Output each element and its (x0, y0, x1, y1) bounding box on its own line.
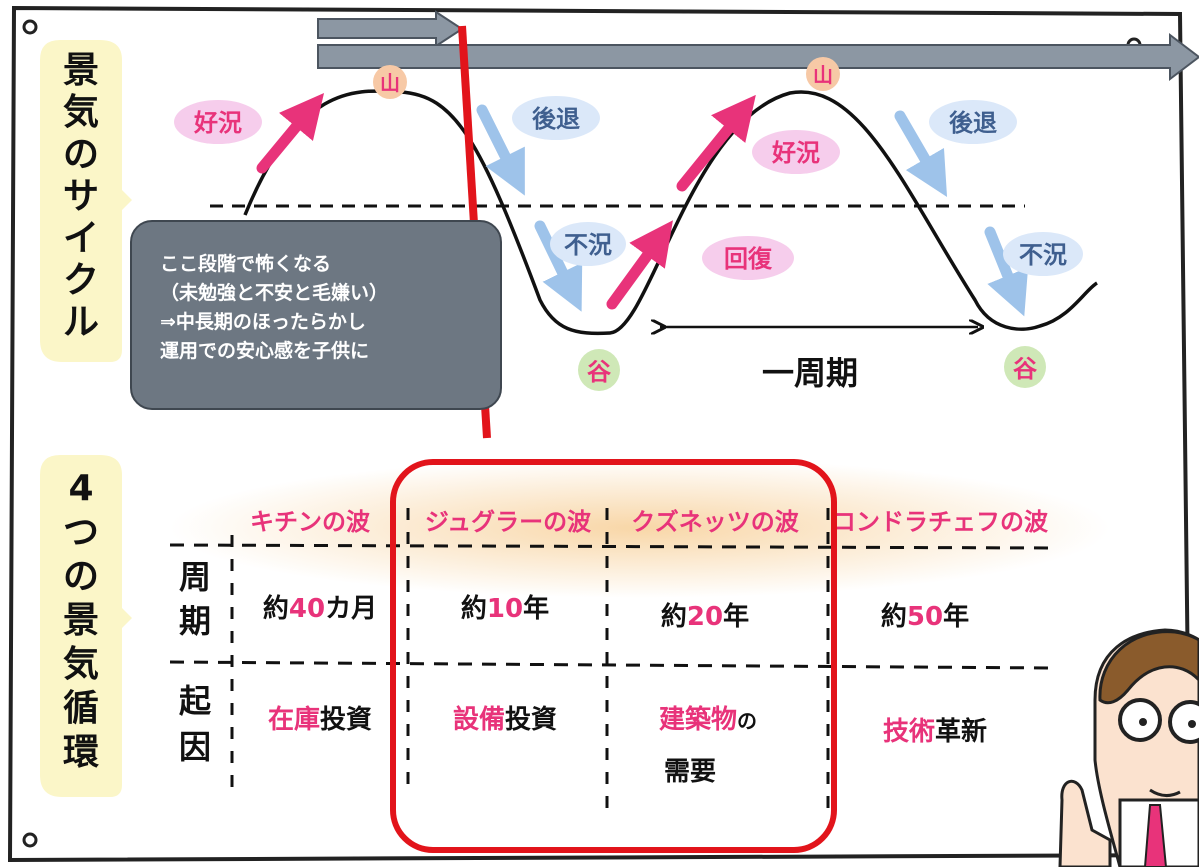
downswing-arrow (894, 110, 948, 198)
svg-text:山: 山 (813, 63, 833, 87)
waves-title-char: 4 (68, 468, 93, 509)
phase-label-slump: 不況 (1003, 232, 1083, 276)
highlight-frame (390, 459, 837, 853)
waves-title-char: 景 (63, 600, 99, 641)
svg-text:不況: 不況 (1019, 241, 1067, 269)
svg-text:期: 期 (179, 602, 211, 640)
timeline-arrow-long (317, 32, 1199, 82)
cause-cell-kitchin: 在庫投資 (268, 705, 372, 735)
svg-text:好況: 好況 (193, 109, 242, 137)
phase-label-boom: 好況 (752, 130, 840, 174)
cause-cell-kuznets: 建築物の (659, 704, 757, 735)
upswing-arrow (676, 94, 756, 192)
cycle-title-char: の (63, 134, 99, 175)
downswing-arrow (476, 104, 525, 196)
cause-cell-juglar: 設備投資 (453, 704, 557, 735)
phase-label-recovery: 回復 (702, 236, 794, 280)
svg-text:起: 起 (179, 682, 212, 720)
svg-text:後退: 後退 (949, 109, 997, 137)
phase-label-recession: 後退 (512, 96, 600, 140)
row-label-period: 周 期 (179, 558, 211, 640)
cycle-title-char: ル (63, 302, 99, 343)
svg-text:谷: 谷 (1013, 355, 1038, 383)
wave-name-kondratiev: コンドラチェフの波 (832, 508, 1049, 536)
trough-marker: 谷 (1004, 346, 1046, 388)
callout-line: ここ段階で怖くなる (160, 253, 332, 275)
wave-name-kuznets: クズネッツの波 (631, 508, 800, 536)
callout-line: （未勉強と不安と毛嫌い） (160, 282, 389, 304)
cause-cell-kondratiev: 技術革新 (883, 716, 987, 747)
phase-label-recession: 後退 (929, 100, 1017, 144)
waves-title-char: の (63, 556, 99, 597)
peak-marker: 山 (373, 65, 407, 99)
waves-title-char: つ (63, 512, 99, 553)
svg-text:好況: 好況 (771, 139, 820, 167)
period-cell-kitchin: 約40カ月 (263, 593, 377, 624)
cycle-title-char: 景 (63, 50, 99, 91)
waves-title-char: 循 (63, 688, 99, 729)
downswing-arrow (984, 226, 1029, 317)
callout-line: ⇒中長期のほったらかし (160, 311, 366, 333)
cause-cell-kuznets-line2: 需要 (664, 757, 716, 787)
trough-marker: 谷 (578, 349, 620, 391)
wave-name-juglar: ジュグラーの波 (425, 508, 592, 536)
timeline-arrow-short (317, 10, 464, 48)
table-rule (169, 543, 1056, 550)
svg-text:谷: 谷 (587, 358, 612, 386)
period-cell-kondratiev: 約50年 (881, 601, 969, 632)
comment-callout: ここ段階で怖くなる （未勉強と不安と毛嫌い） ⇒中長期のほったらかし 運用での安… (130, 220, 502, 410)
header-glow (170, 458, 1110, 598)
downswing-arrow (534, 220, 583, 312)
peak-marker: 山 (806, 57, 840, 91)
row-label-cause: 起 因 (179, 682, 212, 766)
teacher-illustration (1058, 628, 1199, 867)
period-label: 一周期 (762, 354, 858, 392)
upswing-arrow (606, 220, 673, 310)
cycle-title-tab (40, 40, 132, 362)
waves-title-char: 気 (63, 644, 99, 685)
waves-title-char: 環 (63, 732, 99, 773)
svg-text:不況: 不況 (564, 231, 612, 259)
pin-mark (22, 832, 38, 848)
phase-label-boom: 好況 (174, 100, 262, 144)
cycle-title-char: イ (63, 218, 99, 259)
svg-text:後退: 後退 (532, 105, 580, 133)
waves-title-tab (40, 455, 132, 797)
svg-text:因: 因 (179, 728, 211, 766)
cycle-title-char: サ (63, 176, 99, 217)
phase-label-slump: 不況 (550, 222, 626, 266)
svg-text:周: 周 (179, 558, 211, 596)
cycle-title-char: 気 (63, 92, 99, 133)
period-cell-kuznets: 約20年 (661, 601, 749, 632)
period-cell-juglar: 約10年 (461, 593, 549, 624)
svg-text:山: 山 (380, 71, 400, 95)
svg-text:回復: 回復 (724, 245, 773, 273)
wave-name-kitchin: キチンの波 (250, 508, 371, 536)
wave-header-row: キチンの波 ジュグラーの波 クズネッツの波 コンドラチェフの波 (250, 508, 1049, 536)
table-rule (169, 660, 1056, 670)
pin-mark (22, 19, 38, 35)
callout-line: 運用での安心感を子供に (160, 340, 370, 362)
cycle-title-char: ク (63, 260, 99, 301)
upswing-arrow (256, 93, 325, 174)
